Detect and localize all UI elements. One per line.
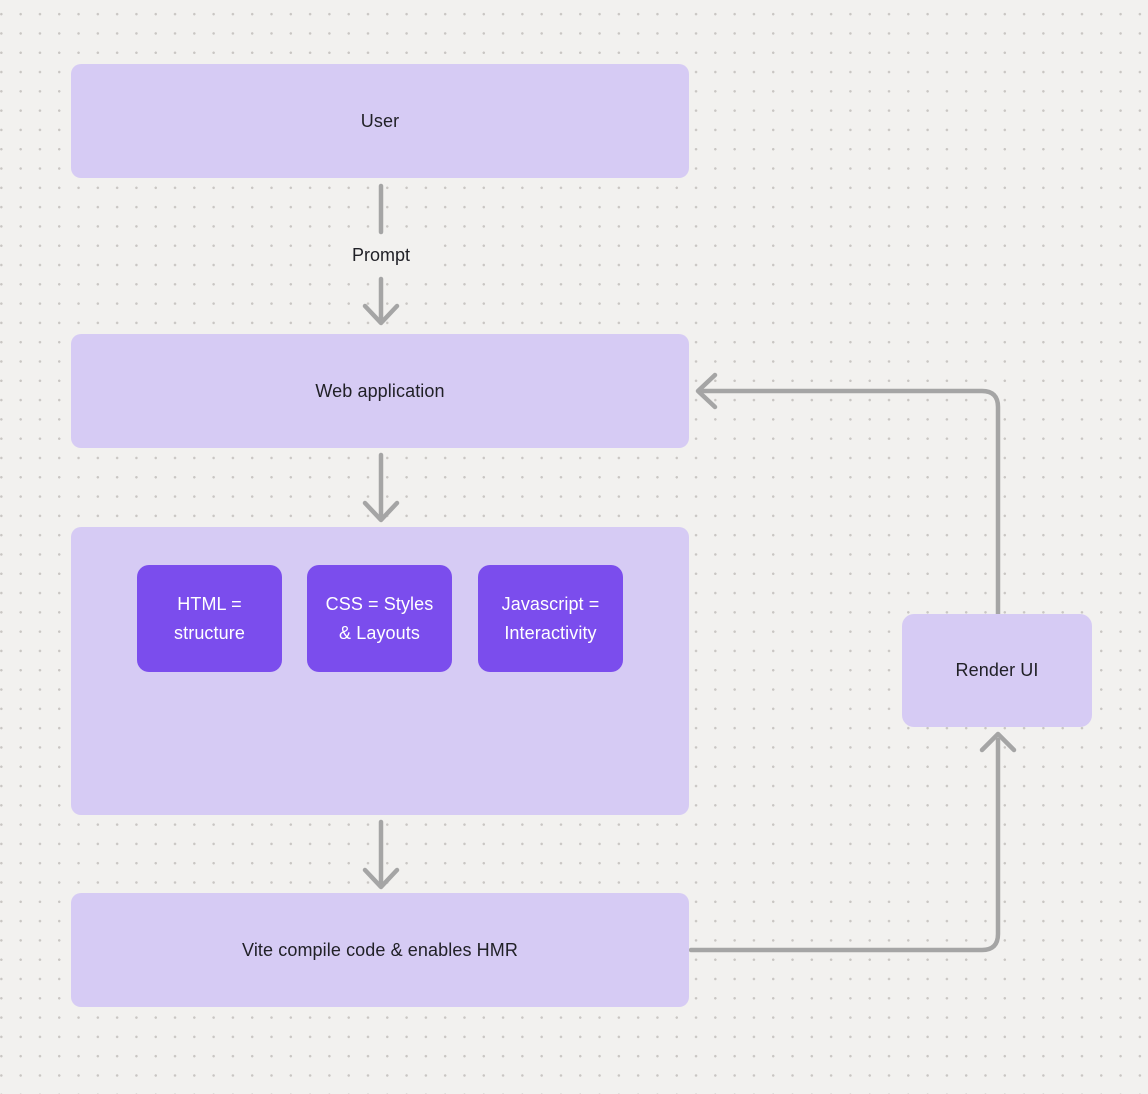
connector-webapp-to-components (362, 452, 400, 523)
arrowhead-up-icon (979, 731, 1017, 753)
chip-html-label: HTML = structure (174, 593, 245, 643)
node-render-ui[interactable]: Render UI (902, 614, 1092, 727)
connector-components-to-vite (362, 819, 400, 890)
node-web-application[interactable]: Web application (71, 334, 689, 448)
arrowhead-down-icon (362, 867, 400, 890)
chip-css[interactable]: CSS = Styles & Layouts (307, 565, 452, 672)
connector-prompt-label: Prompt (333, 243, 429, 268)
node-user-label: User (360, 110, 400, 131)
connector-vite-to-renderui (688, 731, 1017, 953)
node-vite[interactable]: Vite compile code & enables HMR (71, 893, 689, 1007)
node-vite-label: Vite compile code & enables HMR (242, 939, 518, 960)
arrowhead-down-icon (362, 500, 400, 523)
node-user[interactable]: User (71, 64, 689, 178)
node-react-components-group[interactable]: HTML = structure CSS = Styles & Layouts … (71, 527, 689, 815)
arrowhead-down-icon (362, 303, 400, 326)
chip-javascript[interactable]: Javascript = Interactivity (478, 565, 623, 672)
chip-html[interactable]: HTML = structure (137, 565, 282, 672)
chip-css-label: CSS = Styles & Layouts (325, 593, 434, 643)
node-web-application-label: Web application (315, 380, 445, 401)
chip-javascript-label: Javascript = Interactivity (501, 593, 600, 643)
connector-renderui-to-webapp (695, 372, 1001, 617)
arrowhead-left-icon (695, 372, 718, 410)
node-render-ui-label: Render UI (955, 660, 1039, 680)
